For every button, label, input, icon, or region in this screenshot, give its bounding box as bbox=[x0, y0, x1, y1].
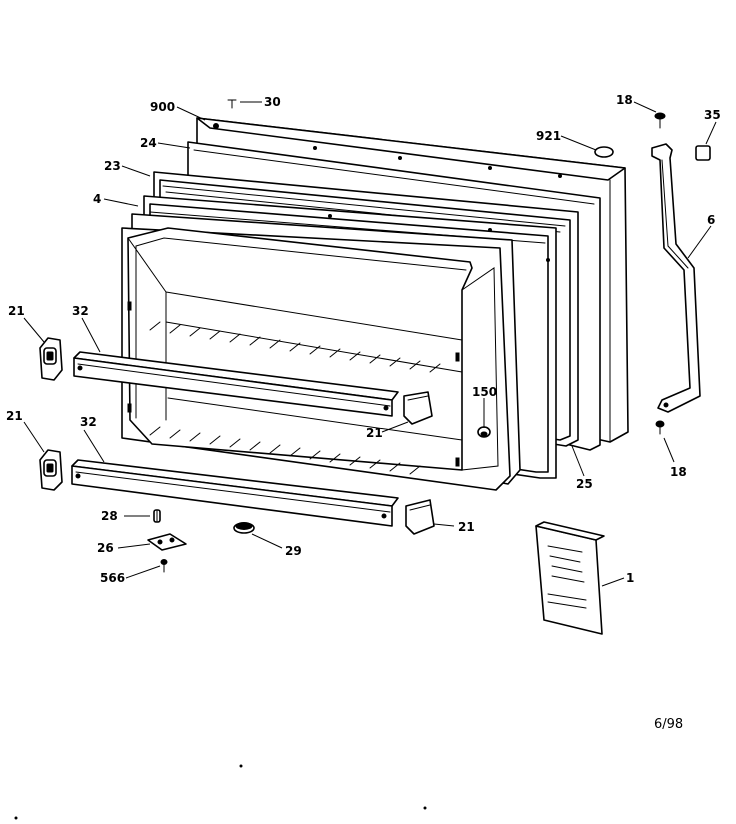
callout-1: 1 bbox=[626, 571, 634, 585]
hinge-plate-26 bbox=[147, 533, 187, 551]
callout-566: 566 bbox=[100, 571, 125, 585]
callout-150: 150 bbox=[472, 385, 497, 399]
callout-labels: 900 30 24 23 4 921 18 35 6 21 32 21 32 1… bbox=[6, 93, 721, 585]
shelf-bar-bottom bbox=[71, 459, 399, 527]
callout-21-bottom: 21 bbox=[458, 520, 475, 534]
shelf-bar-top bbox=[73, 351, 399, 417]
callout-4: 4 bbox=[93, 192, 101, 206]
callout-21-left-top: 21 bbox=[8, 304, 25, 318]
hinge-cap bbox=[695, 145, 711, 161]
callout-25: 25 bbox=[576, 477, 593, 491]
callout-900: 900 bbox=[150, 100, 175, 114]
callout-30: 30 bbox=[264, 95, 281, 109]
callout-26: 26 bbox=[97, 541, 114, 555]
plug-150 bbox=[477, 426, 491, 438]
callout-23: 23 bbox=[104, 159, 121, 173]
date-code: 6/98 bbox=[654, 717, 683, 732]
grommet-29 bbox=[233, 522, 255, 534]
callout-21-mid: 21 bbox=[366, 426, 383, 440]
end-cap-left-bottom bbox=[39, 449, 63, 491]
screw-bottom bbox=[655, 420, 665, 435]
literature-booklet bbox=[535, 521, 605, 635]
callout-32-bottom: 32 bbox=[80, 415, 97, 429]
screw-566 bbox=[160, 559, 168, 573]
callout-18-bottom: 18 bbox=[670, 465, 687, 479]
callout-32-top: 32 bbox=[72, 304, 89, 318]
callout-28: 28 bbox=[101, 509, 118, 523]
callout-24: 24 bbox=[140, 136, 157, 150]
end-cap-right-mid bbox=[403, 391, 433, 425]
pin-28 bbox=[153, 509, 161, 523]
scan-specks bbox=[14, 764, 427, 820]
end-cap-right-bottom bbox=[405, 499, 435, 535]
callout-18-top: 18 bbox=[616, 93, 633, 107]
hinge-bracket bbox=[651, 143, 701, 413]
callout-29: 29 bbox=[285, 544, 302, 558]
callout-6: 6 bbox=[707, 213, 715, 227]
screw-30 bbox=[227, 99, 237, 109]
screw-top bbox=[654, 112, 666, 129]
callout-21-left-bottom: 21 bbox=[6, 409, 23, 423]
callout-921: 921 bbox=[536, 129, 561, 143]
end-cap-left-top bbox=[39, 337, 63, 381]
leader-lines bbox=[23, 101, 717, 587]
callout-35: 35 bbox=[704, 108, 721, 122]
door-liner bbox=[121, 213, 521, 491]
